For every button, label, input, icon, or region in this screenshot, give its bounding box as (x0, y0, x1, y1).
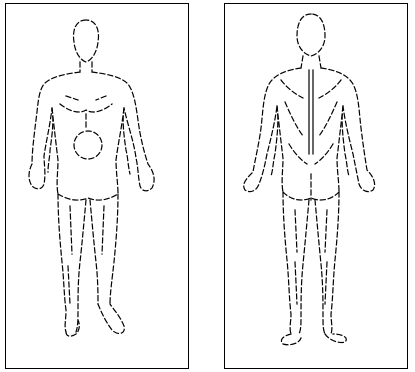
front-pelvis-line (58, 194, 118, 200)
back-lower-left-muscle (289, 144, 307, 164)
body-chart-front-panel (5, 3, 189, 369)
front-chest-small-right (96, 96, 106, 100)
front-chest-small-left (66, 96, 78, 100)
front-torso-right-side (116, 108, 124, 194)
back-right-leg-inner (315, 200, 325, 334)
back-left-leg-inner (299, 200, 309, 334)
back-torso-left-side (277, 106, 283, 192)
back-right-calf-line (325, 262, 327, 304)
front-head-outline (74, 20, 99, 62)
back-neck-right (319, 56, 321, 68)
back-left-leg-outer (283, 192, 291, 334)
back-left-calf-line (295, 262, 297, 304)
front-right-thigh-line (102, 206, 104, 254)
front-left-leg-outer (58, 194, 66, 332)
front-abdomen-circle (74, 131, 102, 159)
front-left-thigh-line (70, 206, 72, 254)
front-left-shin-line (68, 266, 70, 304)
body-outline-front-icon (6, 4, 190, 370)
back-left-foot (281, 334, 301, 345)
front-left-leg-inner (76, 200, 86, 332)
back-right-scapula (319, 80, 341, 98)
body-chart-back-panel (224, 3, 408, 369)
back-left-lat (285, 102, 303, 136)
back-head-outline (297, 14, 325, 56)
back-right-lat (319, 102, 337, 136)
back-left-thigh-line (295, 210, 297, 252)
back-torso-right-side (337, 106, 343, 192)
back-neck-left (301, 56, 303, 68)
front-right-leg-outer (110, 194, 118, 304)
front-torso-left-side (52, 108, 58, 194)
back-right-inner-arm (342, 106, 349, 176)
body-outline-back-icon (225, 4, 409, 370)
front-left-shoulder-arm (29, 72, 80, 189)
back-right-foot (325, 334, 346, 343)
front-right-foot (98, 304, 124, 333)
back-left-scapula (281, 80, 303, 98)
front-right-leg-inner (90, 200, 98, 304)
back-left-inner-arm (271, 106, 278, 176)
front-chest-line (60, 104, 112, 112)
back-right-leg-outer (331, 192, 339, 334)
front-right-shoulder-arm (92, 72, 154, 191)
back-right-thigh-line (325, 210, 327, 252)
back-lower-right-muscle (315, 144, 333, 164)
